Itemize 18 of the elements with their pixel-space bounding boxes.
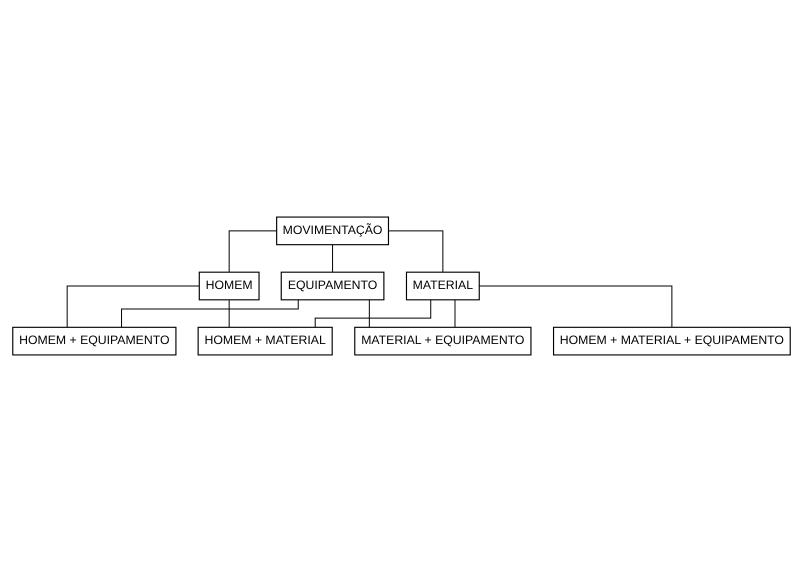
connector — [478, 286, 672, 328]
node-box: MATERIAL + EQUIPAMENTO — [354, 326, 532, 356]
connector — [228, 299, 230, 328]
node-box: HOMEM + MATERIAL — [198, 326, 333, 356]
node-box: HOMEM — [198, 272, 260, 300]
connector — [314, 299, 432, 328]
connector — [368, 299, 370, 328]
node-box: HOMEM + EQUIPAMENTO — [12, 326, 176, 356]
node-box: MOVIMENTAÇÃO — [276, 216, 390, 246]
node-box: EQUIPAMENTO — [280, 272, 384, 300]
connector — [228, 230, 278, 273]
connector — [332, 244, 334, 272]
connector — [388, 230, 444, 273]
node-box: MATERIAL — [406, 272, 480, 300]
connector — [454, 299, 456, 328]
node-box: HOMEM + MATERIAL + EQUIPAMENTO — [552, 326, 791, 356]
connector — [121, 299, 299, 328]
connector — [66, 286, 200, 328]
